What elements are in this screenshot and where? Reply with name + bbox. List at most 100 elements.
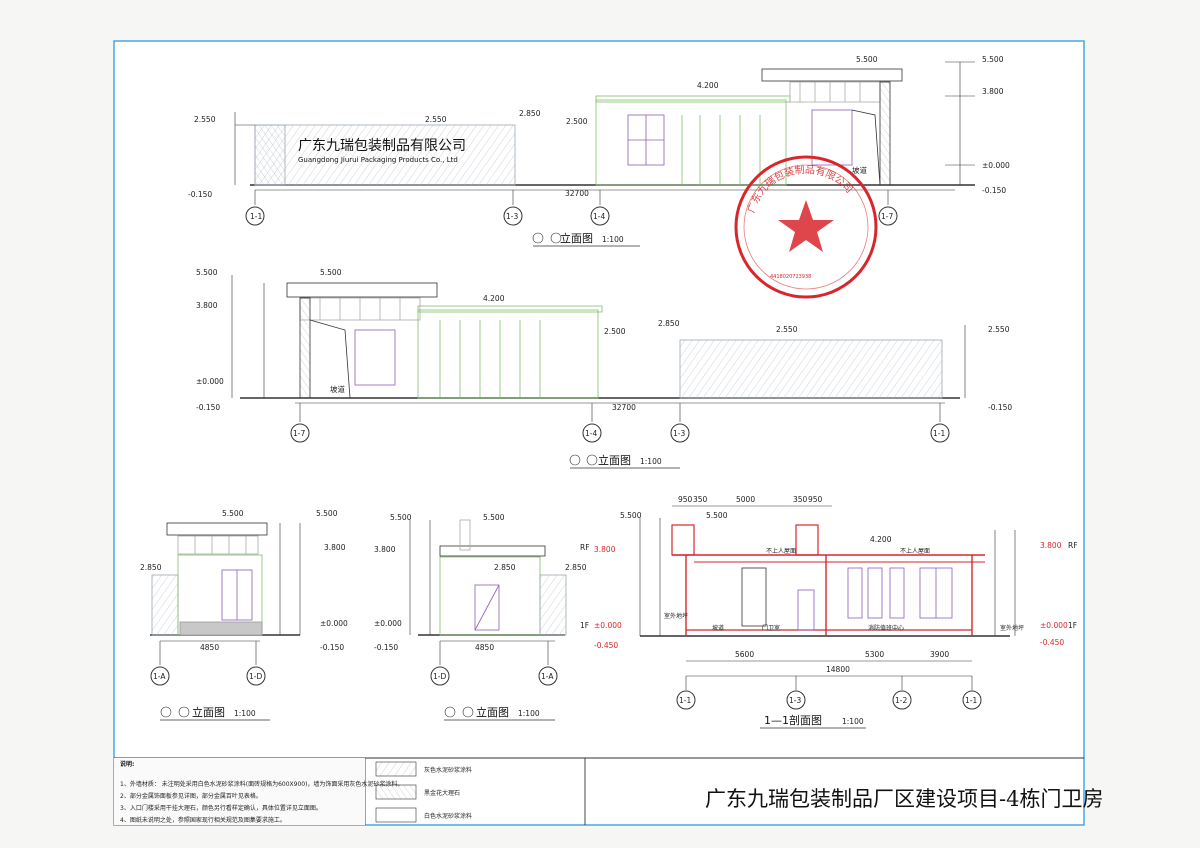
level-label: -0.150 bbox=[320, 643, 344, 652]
elevation-2-annotations: 5.500 5.500 3.800 4.200 2.850 2.500 2.55… bbox=[196, 268, 1012, 412]
level-label: ±0.000 bbox=[594, 621, 622, 630]
level-label: -0.150 bbox=[982, 186, 1006, 195]
elevation-1-dim-lines bbox=[234, 61, 975, 191]
elevation-2-dim-lines bbox=[231, 275, 966, 404]
project-title: 广东九瑞包装制品厂区建设项目-4栋门卫房 bbox=[705, 787, 1103, 811]
room-label: 门卫室 bbox=[762, 624, 780, 632]
elevation-1-annotations: 2.550 2.550 2.850 2.500 4.200 5.500 5.50… bbox=[188, 55, 1010, 199]
level-label: 5.500 bbox=[620, 511, 642, 520]
elevation-3-annotations: 5.500 5.500 3.800 2.850 ±0.000 -0.150 48… bbox=[140, 509, 348, 652]
elevation-3 bbox=[150, 522, 300, 636]
level-label: 2.850 bbox=[658, 319, 680, 328]
top-dimension: 950 bbox=[808, 495, 823, 504]
level-label: 3.800 bbox=[594, 545, 616, 554]
ramp-label: 坡道 bbox=[330, 384, 345, 394]
legend-swatch-white-paint bbox=[375, 807, 417, 823]
title-block bbox=[114, 757, 1084, 825]
view-title: 立面图 bbox=[598, 453, 631, 467]
level-label: -0.450 bbox=[594, 641, 618, 650]
elevation-4-axes: 1-D 1-A bbox=[430, 641, 558, 686]
note-item: 2、部分金属饰面板参见详图，部分金属百叶见表格。 bbox=[120, 792, 262, 800]
axis-label: 1-4 bbox=[593, 212, 605, 221]
view-title: 1—1剖面图 bbox=[764, 713, 822, 727]
roof-note: 不上人屋面 bbox=[766, 547, 796, 555]
elevation-4-title: 立面图 1:100 bbox=[444, 705, 555, 721]
axis-label: 1-1 bbox=[679, 696, 691, 705]
section-dim-lines bbox=[639, 505, 1016, 677]
level-label: 5.500 bbox=[316, 509, 338, 518]
total-dimension: 14800 bbox=[826, 665, 850, 674]
axis-label: 1-D bbox=[433, 672, 446, 681]
level-label: 2.500 bbox=[566, 117, 588, 126]
level-label: 2.850 bbox=[494, 563, 516, 572]
elevation-2-axes: 1-7 1-4 1-3 1-1 bbox=[290, 403, 950, 443]
level-label: -0.150 bbox=[988, 403, 1012, 412]
view-title: 立面图 bbox=[476, 705, 509, 719]
top-dimension: 5000 bbox=[736, 495, 755, 504]
floor-label: RF bbox=[1068, 541, 1078, 550]
elevation-4 bbox=[418, 519, 567, 636]
level-label: ±0.000 bbox=[196, 377, 224, 386]
view-title: 立面图 bbox=[560, 231, 593, 245]
axis-label: 1-3 bbox=[789, 696, 801, 705]
width-dimension: 4850 bbox=[475, 643, 494, 652]
level-label: 5.500 bbox=[706, 511, 728, 520]
notes-block: 说明: 1、外墙材质： 未注明处采用白色水泥砂浆涂料(面砖规格为600X900)… bbox=[120, 760, 403, 824]
view-scale: 1:100 bbox=[602, 235, 624, 244]
view-scale: 1:100 bbox=[518, 709, 540, 718]
level-label: 5.500 bbox=[390, 513, 412, 522]
floor-label: RF bbox=[580, 543, 590, 552]
level-label: 5.500 bbox=[196, 268, 218, 277]
room-label: 室外地坪 bbox=[664, 612, 688, 620]
company-name-cn: 广东九瑞包装制品有限公司 bbox=[298, 138, 466, 154]
axis-label: 1-3 bbox=[506, 212, 518, 221]
bottom-dimension: 5300 bbox=[865, 650, 884, 659]
elevation-4-annotations: 5.500 5.500 3.800 2.850 2.850 ±0.000 -0.… bbox=[374, 513, 587, 652]
legend-label: 白色水泥砂浆涂料 bbox=[424, 812, 472, 820]
total-dimension: 32700 bbox=[612, 403, 636, 412]
axis-label: 1-A bbox=[541, 672, 554, 681]
room-label: 坡道 bbox=[712, 624, 724, 632]
elevation-3-dim-lines bbox=[160, 523, 301, 642]
axis-label: 1-3 bbox=[673, 429, 685, 438]
width-dimension: 4850 bbox=[200, 643, 219, 652]
note-item: 3、入口门楼采用干挂大理石，颜色另行看样定确认，具体位置详见立面图。 bbox=[120, 804, 322, 812]
level-label: -0.150 bbox=[374, 643, 398, 652]
company-name-en: Guangdong Jiurui Packaging Products Co.,… bbox=[298, 156, 458, 164]
level-label: 5.500 bbox=[856, 55, 878, 64]
level-label: -0.150 bbox=[188, 190, 212, 199]
level-label: -0.450 bbox=[1040, 638, 1064, 647]
level-label: ±0.000 bbox=[374, 619, 402, 628]
level-label: 2.850 bbox=[140, 563, 162, 572]
bottom-dimension: 5600 bbox=[735, 650, 754, 659]
view-scale: 1:100 bbox=[842, 717, 864, 726]
level-label: 2.850 bbox=[565, 563, 587, 572]
level-label: 3.800 bbox=[1040, 541, 1062, 550]
section-annotations: 5.500 5.500 4.200 3.800 3.800 ±0.000 ±0.… bbox=[580, 495, 1078, 674]
level-label: 3.800 bbox=[374, 545, 396, 554]
elevation-2-title: 立面图 1:100 bbox=[569, 453, 680, 469]
legend-swatch-grey-paint bbox=[375, 761, 417, 777]
legend-label: 灰色水泥砂浆涂料 bbox=[424, 766, 472, 774]
seal-number: 4418020723938 bbox=[770, 274, 811, 280]
level-label: 2.500 bbox=[604, 327, 626, 336]
elevation-3-axes: 1-A 1-D bbox=[150, 641, 266, 686]
level-label: 3.800 bbox=[982, 87, 1004, 96]
room-label: 室外地坪 bbox=[1000, 624, 1024, 632]
roof-note: 不上人屋面 bbox=[900, 547, 930, 555]
ramp-label: 坡道 bbox=[852, 165, 867, 175]
note-item: 4、图纸未说明之处，参照国家现行相关规范及图集要求施工。 bbox=[120, 816, 286, 824]
section-title: 1—1剖面图 1:100 bbox=[760, 713, 866, 729]
section-axes: 1-1 1-3 1-2 1-1 bbox=[676, 676, 982, 710]
level-label: 5.500 bbox=[982, 55, 1004, 64]
top-dimension: 950 bbox=[678, 495, 693, 504]
level-label: 4.200 bbox=[483, 294, 505, 303]
level-label: 4.200 bbox=[870, 535, 892, 544]
note-item: 1、外墙材质： 未注明处采用白色水泥砂浆涂料(面砖规格为600X900)，墙为饰… bbox=[120, 780, 403, 788]
level-label: ±0.000 bbox=[1040, 621, 1068, 630]
level-label: 5.500 bbox=[222, 509, 244, 518]
axis-label: 1-D bbox=[249, 672, 262, 681]
elevation-2 bbox=[240, 282, 960, 399]
level-label: ±0.000 bbox=[982, 161, 1010, 170]
